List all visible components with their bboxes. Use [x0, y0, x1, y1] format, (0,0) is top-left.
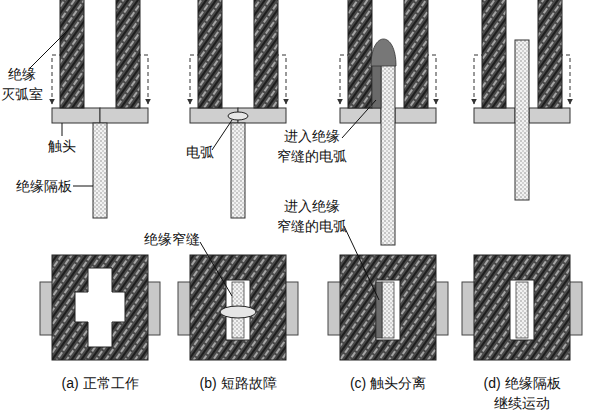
contact-plate — [52, 108, 100, 123]
panels — [40, 0, 582, 360]
barrier-top-view — [516, 282, 528, 338]
insulating-barrier — [93, 123, 107, 218]
subfigure-caption: (d) 绝缘隔板 继续运动 — [472, 373, 572, 413]
arc-plume — [371, 39, 396, 66]
contact-plate — [340, 108, 381, 123]
arc-chamber-top — [190, 255, 286, 360]
arc-chamber-wall — [116, 0, 140, 108]
contact-plate — [100, 108, 148, 123]
part-label: 绝缘 灭弧室 — [1, 64, 43, 104]
part-label: 绝缘隔板 — [16, 176, 72, 196]
arc-chamber-top — [474, 255, 570, 360]
panel — [328, 0, 448, 360]
panel — [178, 0, 298, 360]
part-label: 触头 — [48, 136, 76, 156]
insulating-barrier — [381, 62, 395, 245]
insulating-barrier — [231, 123, 245, 218]
contact-plate — [529, 108, 570, 123]
callout-label: 进入绝缘 窄缝的电弧 — [277, 126, 347, 166]
arc-symbol — [220, 306, 256, 318]
leader-line — [73, 186, 93, 187]
leader-line — [62, 123, 63, 136]
contact-plate — [474, 108, 515, 123]
arc-chamber-wall — [404, 0, 428, 108]
leader-line — [342, 100, 376, 138]
narrow-slit — [376, 280, 400, 340]
arc-chamber-top — [52, 255, 148, 360]
arc-chamber-wall — [254, 0, 278, 108]
callout-label: 进入绝缘 窄缝的电弧 — [277, 196, 347, 236]
arc-chamber-wall — [198, 0, 222, 108]
subfigure-caption: (a) 正常工作 — [62, 373, 139, 393]
leader-line — [212, 120, 232, 150]
panel — [462, 0, 582, 360]
cross-opening — [75, 268, 125, 347]
subfigure-caption: (c) 触头分离 — [350, 373, 426, 393]
arc-chamber-wall — [482, 0, 506, 108]
arc-chamber-wall — [60, 0, 84, 108]
arc-in-slit — [372, 62, 381, 108]
arc-symbol — [228, 112, 248, 120]
part-label: 电弧 — [186, 142, 214, 162]
leader-line — [200, 242, 232, 296]
arc-chamber-wall — [348, 0, 372, 108]
subfigure-caption: (b) 短路故障 — [200, 373, 277, 393]
insulating-barrier — [515, 40, 529, 200]
part-label: 绝缘窄缝 — [144, 229, 200, 249]
leader-lines — [30, 28, 379, 300]
contact-plate — [395, 108, 436, 123]
narrow-slit — [510, 280, 534, 340]
leader-line — [30, 28, 70, 68]
leader-line — [344, 226, 379, 300]
arc-chamber-top — [340, 255, 436, 360]
arc-chamber-wall — [538, 0, 562, 108]
arc-in-slit — [376, 282, 382, 338]
barrier-top-view — [382, 282, 394, 338]
